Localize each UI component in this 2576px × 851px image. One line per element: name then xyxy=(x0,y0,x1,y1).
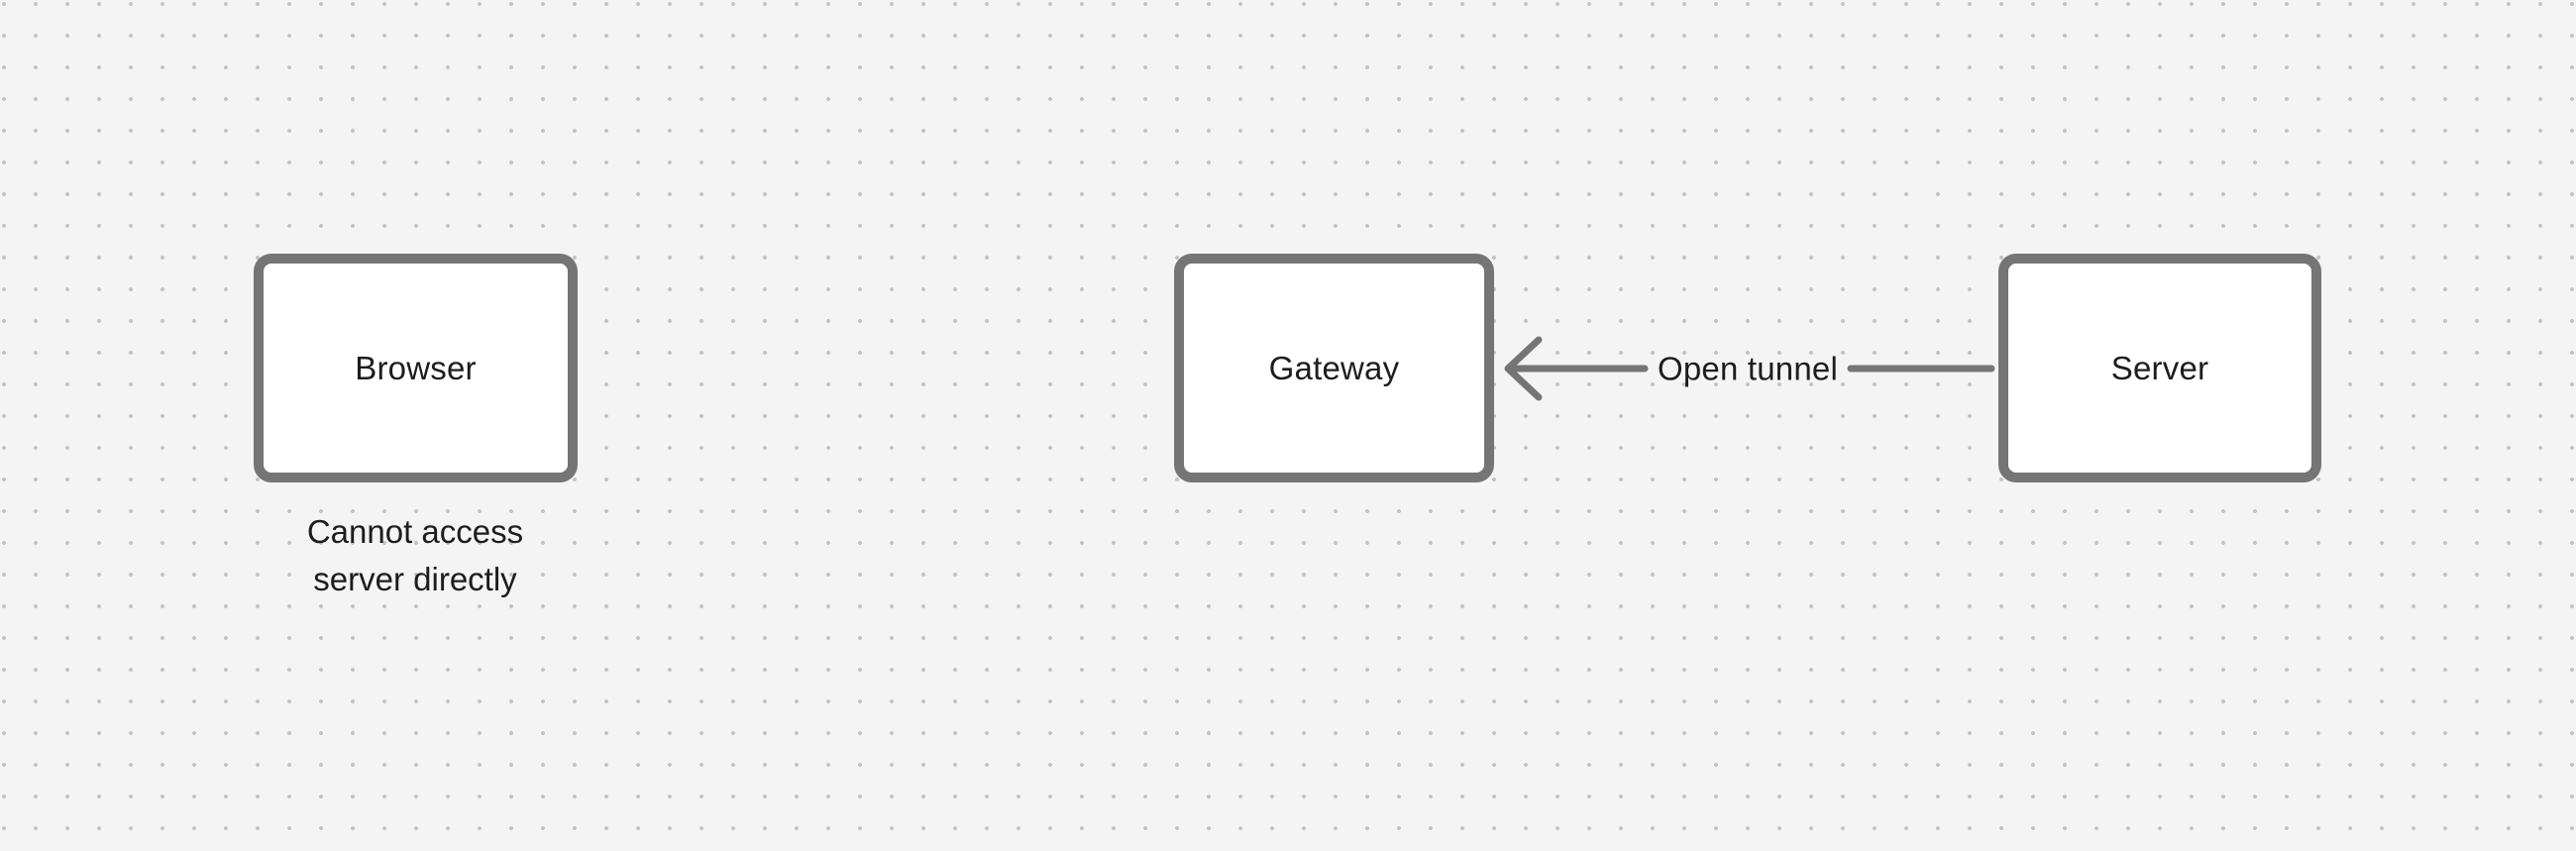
open-tunnel-arrow[interactable] xyxy=(1504,336,1995,401)
arrowhead-left-icon xyxy=(1504,336,1543,401)
node-server-label: Server xyxy=(2110,350,2209,386)
node-browser-label: Browser xyxy=(355,350,477,386)
note-cannot-access-server[interactable]: Cannot access server directly xyxy=(306,513,524,597)
node-browser[interactable]: Browser xyxy=(254,254,578,482)
node-server[interactable]: Server xyxy=(1998,254,2321,482)
node-gateway[interactable]: Gateway xyxy=(1174,254,1494,482)
node-gateway-label: Gateway xyxy=(1268,350,1400,386)
edge-label-open-tunnel[interactable]: Open tunnel xyxy=(1657,350,1839,387)
